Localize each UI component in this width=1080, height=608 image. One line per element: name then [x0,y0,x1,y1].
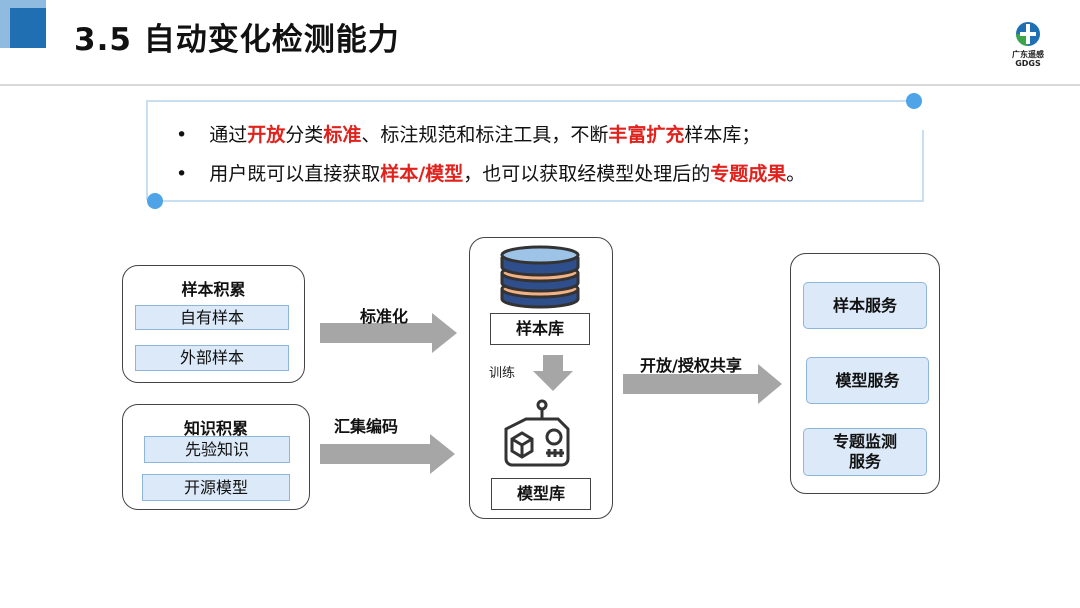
bullet-box-dot-top [906,93,922,109]
prior-knowledge-pill: 先验知识 [144,436,290,463]
bullet-text-segment: ，也可以获取经模型处理后的 [463,163,711,185]
highlight-text: 样本/模型 [380,163,464,185]
bullet-text-segment: 、标注规范和标注工具，不断 [361,124,609,146]
open-source-model-pill: 开源模型 [142,474,290,501]
model-service-box: 模型服务 [806,357,929,404]
bullet-text-segment: 用户既可以直接获取 [209,163,381,185]
bullet-line-1: • 通过开放分类标准、标注规范和标注工具，不断丰富扩充样本库； [176,120,760,147]
sample-accumulation-title: 样本积累 [181,280,246,299]
bullet-text-segment: 通过 [209,124,248,146]
gdgs-logo-icon [1016,22,1040,46]
highlight-text: 开放 [247,124,286,146]
own-sample-pill: 自有样本 [135,305,289,330]
bullet-text-segment: 样本库； [684,124,761,146]
page-title: 3.5 自动变化检测能力 [74,22,400,58]
model-library-box: 模型库 [491,478,591,510]
highlight-text: 专题成果 [710,163,787,185]
logo-sub: GDGS [1015,59,1041,68]
bullet-box-top-line [146,100,914,102]
logo-caption: 广东遥感 GDGS [1000,50,1056,68]
knowledge-accumulation-title: 知识积累 [183,419,248,438]
arrow-train [533,355,573,391]
thematic-monitoring-service-box: 专题监测 服务 [803,428,927,476]
sample-service-box: 样本服务 [803,282,927,329]
arrow-standardize [320,313,457,353]
label-standardize: 标准化 [360,307,409,326]
bullet-line-2: • 用户既可以直接获取样本/模型，也可以获取经模型处理后的专题成果。 [176,159,805,186]
bullet-marker: • [176,124,188,146]
bullet-box-right-line [922,130,924,202]
highlight-text: 标准 [323,124,362,146]
highlight-text: 丰富扩充 [608,124,685,146]
arrow-open-share [623,364,782,404]
bullet-box-bottom-line [156,200,924,202]
bullet-marker: • [176,163,188,185]
decor-square-dark [10,8,46,48]
bullet-box-dot-bottom [147,193,163,209]
model-robot-icon [504,399,570,467]
bullet-box-left-line [146,100,148,200]
header-divider [0,84,1080,86]
bullet-text-segment: 。 [786,163,806,185]
sample-library-box: 样本库 [490,313,590,345]
bullet-text-1: 通过开放分类标准、标注规范和标注工具，不断丰富扩充样本库； [209,124,760,146]
bullet-text-2: 用户既可以直接获取样本/模型，也可以获取经模型处理后的专题成果。 [209,163,805,185]
label-train: 训练 [489,366,516,381]
label-collect-encode: 汇集编码 [334,417,399,436]
label-open-share: 开放/授权共享 [640,356,742,375]
external-sample-pill: 外部样本 [135,345,289,371]
bullet-text-segment: 分类 [285,124,324,146]
database-icon [500,245,580,309]
logo-name: 广东遥感 [1012,50,1044,59]
arrow-collect-encode [320,434,455,474]
